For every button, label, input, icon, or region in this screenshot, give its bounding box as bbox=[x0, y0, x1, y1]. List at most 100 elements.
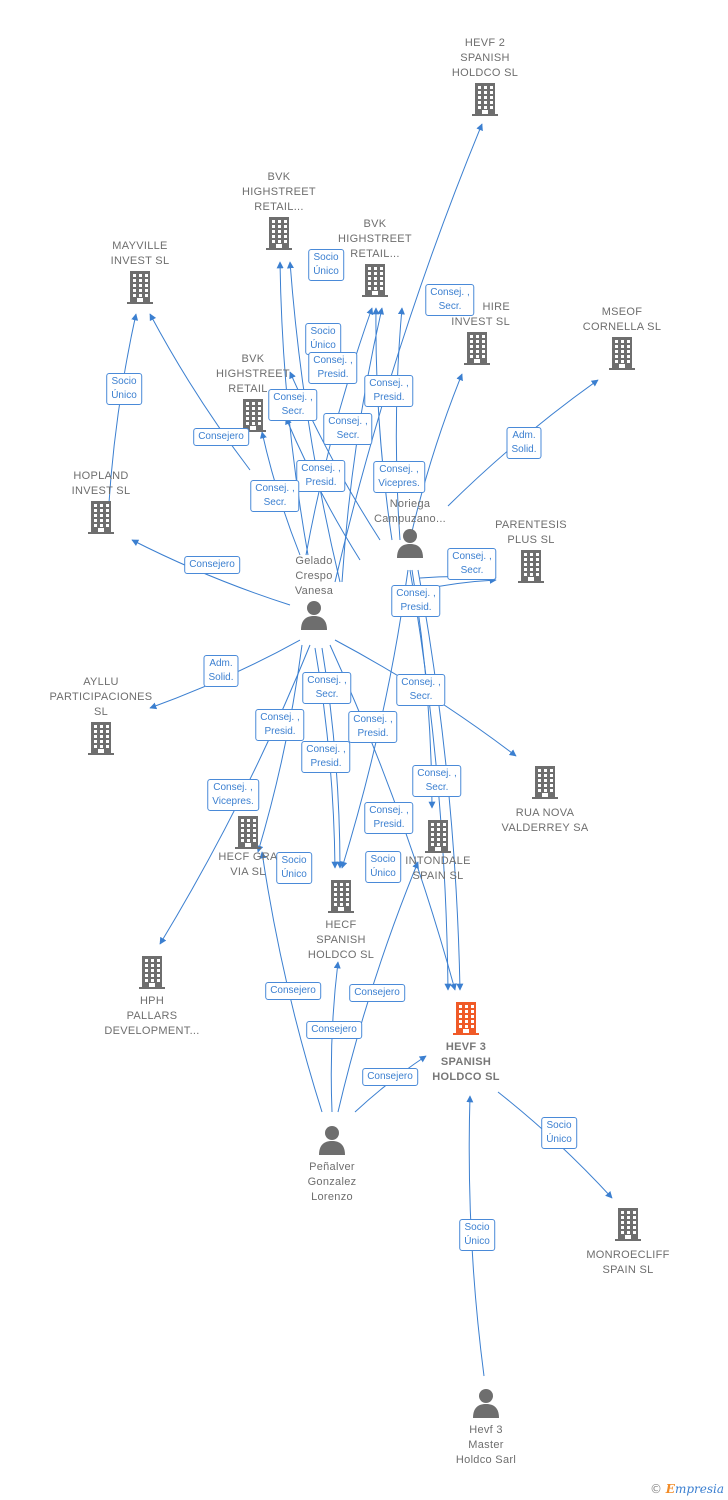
person-icon bbox=[319, 1126, 345, 1155]
edge-label[interactable]: Consej. ,Secr. bbox=[396, 674, 446, 706]
edge-label[interactable]: Adm.Solid. bbox=[506, 427, 542, 459]
edge-label[interactable]: Consej. ,Presid. bbox=[391, 585, 441, 617]
edge-label[interactable]: Adm.Solid. bbox=[203, 655, 239, 687]
edge-label[interactable]: Consejero bbox=[306, 1021, 362, 1039]
building-icon bbox=[240, 399, 266, 432]
person-icon bbox=[397, 529, 423, 558]
edge-label[interactable]: Consej. ,Secr. bbox=[302, 672, 352, 704]
building-icon bbox=[235, 816, 261, 849]
building-icon bbox=[362, 264, 388, 297]
edge-label[interactable]: Consejero bbox=[265, 982, 321, 1000]
edge-label[interactable]: Consej. ,Vicepres. bbox=[207, 779, 259, 811]
edge-label[interactable]: Consej. ,Secr. bbox=[268, 389, 318, 421]
edge-label[interactable]: Consej. ,Presid. bbox=[308, 352, 358, 384]
relationship-edge bbox=[286, 261, 341, 583]
building-icon bbox=[127, 271, 153, 304]
relationship-edge bbox=[395, 307, 405, 541]
edge-label[interactable]: Consej. ,Presid. bbox=[296, 460, 346, 492]
relationship-edge bbox=[131, 539, 291, 606]
edge-label[interactable]: Consej. ,Presid. bbox=[364, 802, 414, 834]
person-icon bbox=[473, 1389, 499, 1418]
person-icon bbox=[301, 601, 327, 630]
building-icon bbox=[266, 217, 292, 250]
edge-label[interactable]: Consej. ,Secr. bbox=[323, 413, 373, 445]
edge-label[interactable]: Consejero bbox=[184, 556, 240, 574]
edge-label[interactable]: Consej. ,Secr. bbox=[412, 765, 462, 797]
edge-label[interactable]: Consejero bbox=[362, 1068, 418, 1086]
edge-label[interactable]: Consej. ,Presid. bbox=[364, 375, 414, 407]
empresia-logo: Empresia bbox=[665, 1482, 724, 1496]
building-icon bbox=[453, 1002, 479, 1035]
relationship-edge bbox=[256, 644, 303, 853]
relationship-edge bbox=[107, 313, 139, 519]
copyright-icon: © bbox=[649, 1482, 662, 1496]
relationship-edge bbox=[372, 307, 393, 541]
building-icon bbox=[139, 956, 165, 989]
relationship-edge bbox=[149, 313, 251, 471]
edge-label[interactable]: Consej. ,Secr. bbox=[250, 480, 300, 512]
edge-label[interactable]: Consejero bbox=[349, 984, 405, 1002]
building-icon bbox=[328, 880, 354, 913]
building-icon bbox=[615, 1208, 641, 1241]
edge-label[interactable]: Consej. ,Presid. bbox=[348, 711, 398, 743]
building-icon bbox=[472, 83, 498, 116]
building-icon bbox=[88, 722, 114, 755]
edge-label[interactable]: Consej. ,Secr. bbox=[425, 284, 475, 316]
edge-label[interactable]: Consej. ,Presid. bbox=[255, 709, 305, 741]
building-icon bbox=[532, 766, 558, 799]
edge-label[interactable]: Consej. ,Vicepres. bbox=[373, 461, 425, 493]
building-icon bbox=[609, 337, 635, 370]
edge-label[interactable]: Consej. ,Presid. bbox=[301, 741, 351, 773]
footer-brand[interactable]: © Empresia bbox=[650, 1482, 724, 1496]
edge-label[interactable]: Consejero bbox=[193, 428, 249, 446]
edge-label[interactable]: Consej. ,Secr. bbox=[447, 548, 497, 580]
